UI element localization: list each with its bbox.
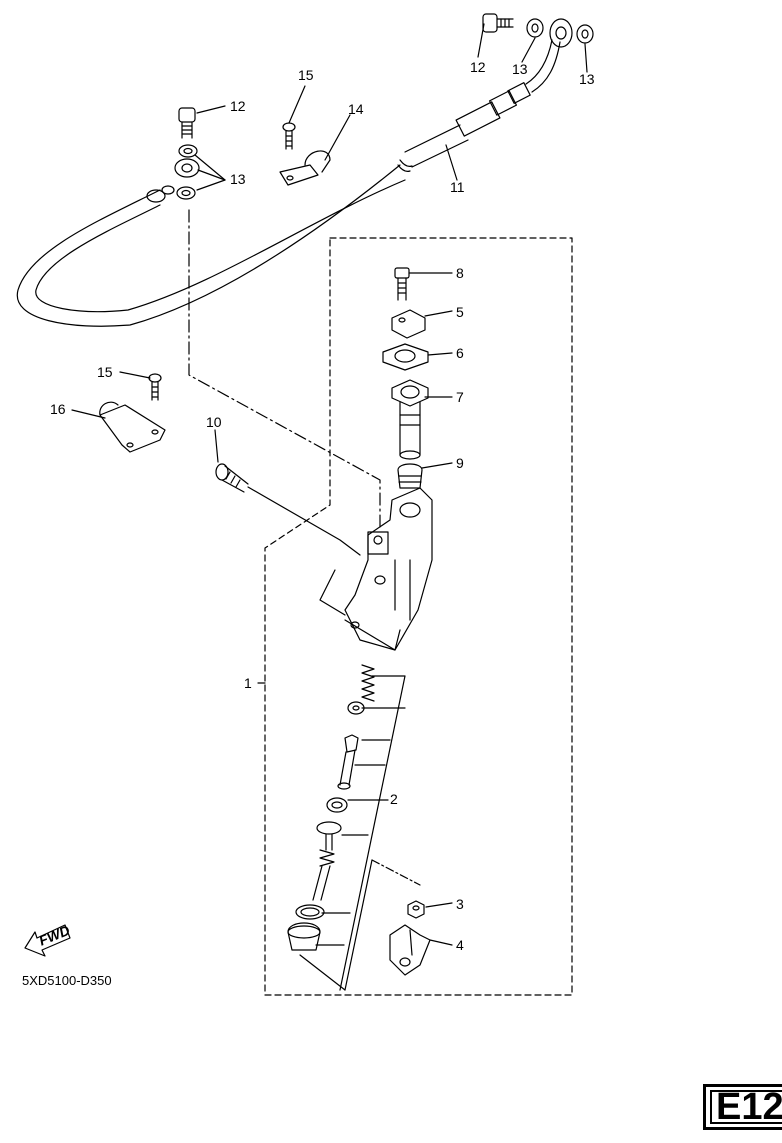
- callout-3: 3: [456, 896, 464, 912]
- callout-13-upper-left: 13: [512, 61, 528, 77]
- reservoir-cap: [391, 309, 426, 339]
- callout-leaders: [71, 23, 588, 946]
- callout-9: 9: [456, 455, 464, 471]
- callout-1: 1: [244, 675, 252, 691]
- banjo-bolt-lower: [178, 107, 196, 139]
- copper-washers: [174, 18, 594, 200]
- callout-numbers: 1 2 3 4 5 6 7 8 9 10 11 12 12 13 13 13 1…: [50, 59, 595, 953]
- clevis: [389, 924, 431, 976]
- callout-15-lower: 15: [97, 364, 113, 380]
- callout-10: 10: [206, 414, 222, 430]
- callout-12-upper: 12: [470, 59, 486, 75]
- return-spring: [361, 664, 375, 702]
- screw-upper: [282, 122, 296, 150]
- brake-hose: [16, 39, 561, 327]
- callout-8: 8: [456, 265, 464, 281]
- callout-4: 4: [456, 937, 464, 953]
- clevis-grouping: [344, 859, 373, 991]
- callout-12-lower: 12: [230, 98, 246, 114]
- cap-bolt: [394, 267, 410, 301]
- rubber-boot: [397, 463, 423, 489]
- dust-boot: [287, 922, 321, 951]
- callout-7: 7: [456, 389, 464, 405]
- callout-15-upper: 15: [298, 67, 314, 83]
- circlip: [295, 904, 325, 920]
- diaphragm: [391, 379, 429, 460]
- assembly-leader-lines: [188, 209, 381, 616]
- page-tab-frame: [710, 1090, 782, 1124]
- callout-6: 6: [456, 345, 464, 361]
- callout-13-upper-right: 13: [579, 71, 595, 87]
- fwd-arrow-icon: FWD: [24, 922, 72, 957]
- drawing-code: 5XD5100-D350: [22, 973, 112, 988]
- callout-16: 16: [50, 401, 66, 417]
- callout-13-lower: 13: [230, 171, 246, 187]
- callout-11: 11: [450, 179, 465, 195]
- page-tab-label: E12: [716, 1086, 782, 1128]
- part-2-grouping: [299, 675, 406, 991]
- screw-lower: [148, 373, 162, 401]
- callout-5: 5: [456, 304, 464, 320]
- piston-cup: [326, 797, 348, 813]
- page-tab: E12: [703, 1084, 782, 1130]
- master-cylinder-body: [344, 487, 433, 651]
- nut: [407, 900, 425, 919]
- banjo-bolt-upper: [482, 13, 514, 33]
- piston: [337, 734, 359, 790]
- sub-assembly-box: [264, 237, 573, 996]
- mounting-bolt: [215, 463, 249, 493]
- clevis-leader: [371, 859, 421, 886]
- diaphragm-plate: [382, 343, 429, 371]
- callout-14: 14: [348, 101, 364, 117]
- hose-clamp-lower: [99, 401, 166, 453]
- callout-2: 2: [390, 791, 398, 807]
- push-rod: [312, 821, 342, 901]
- hose-clamp-upper: [279, 150, 331, 186]
